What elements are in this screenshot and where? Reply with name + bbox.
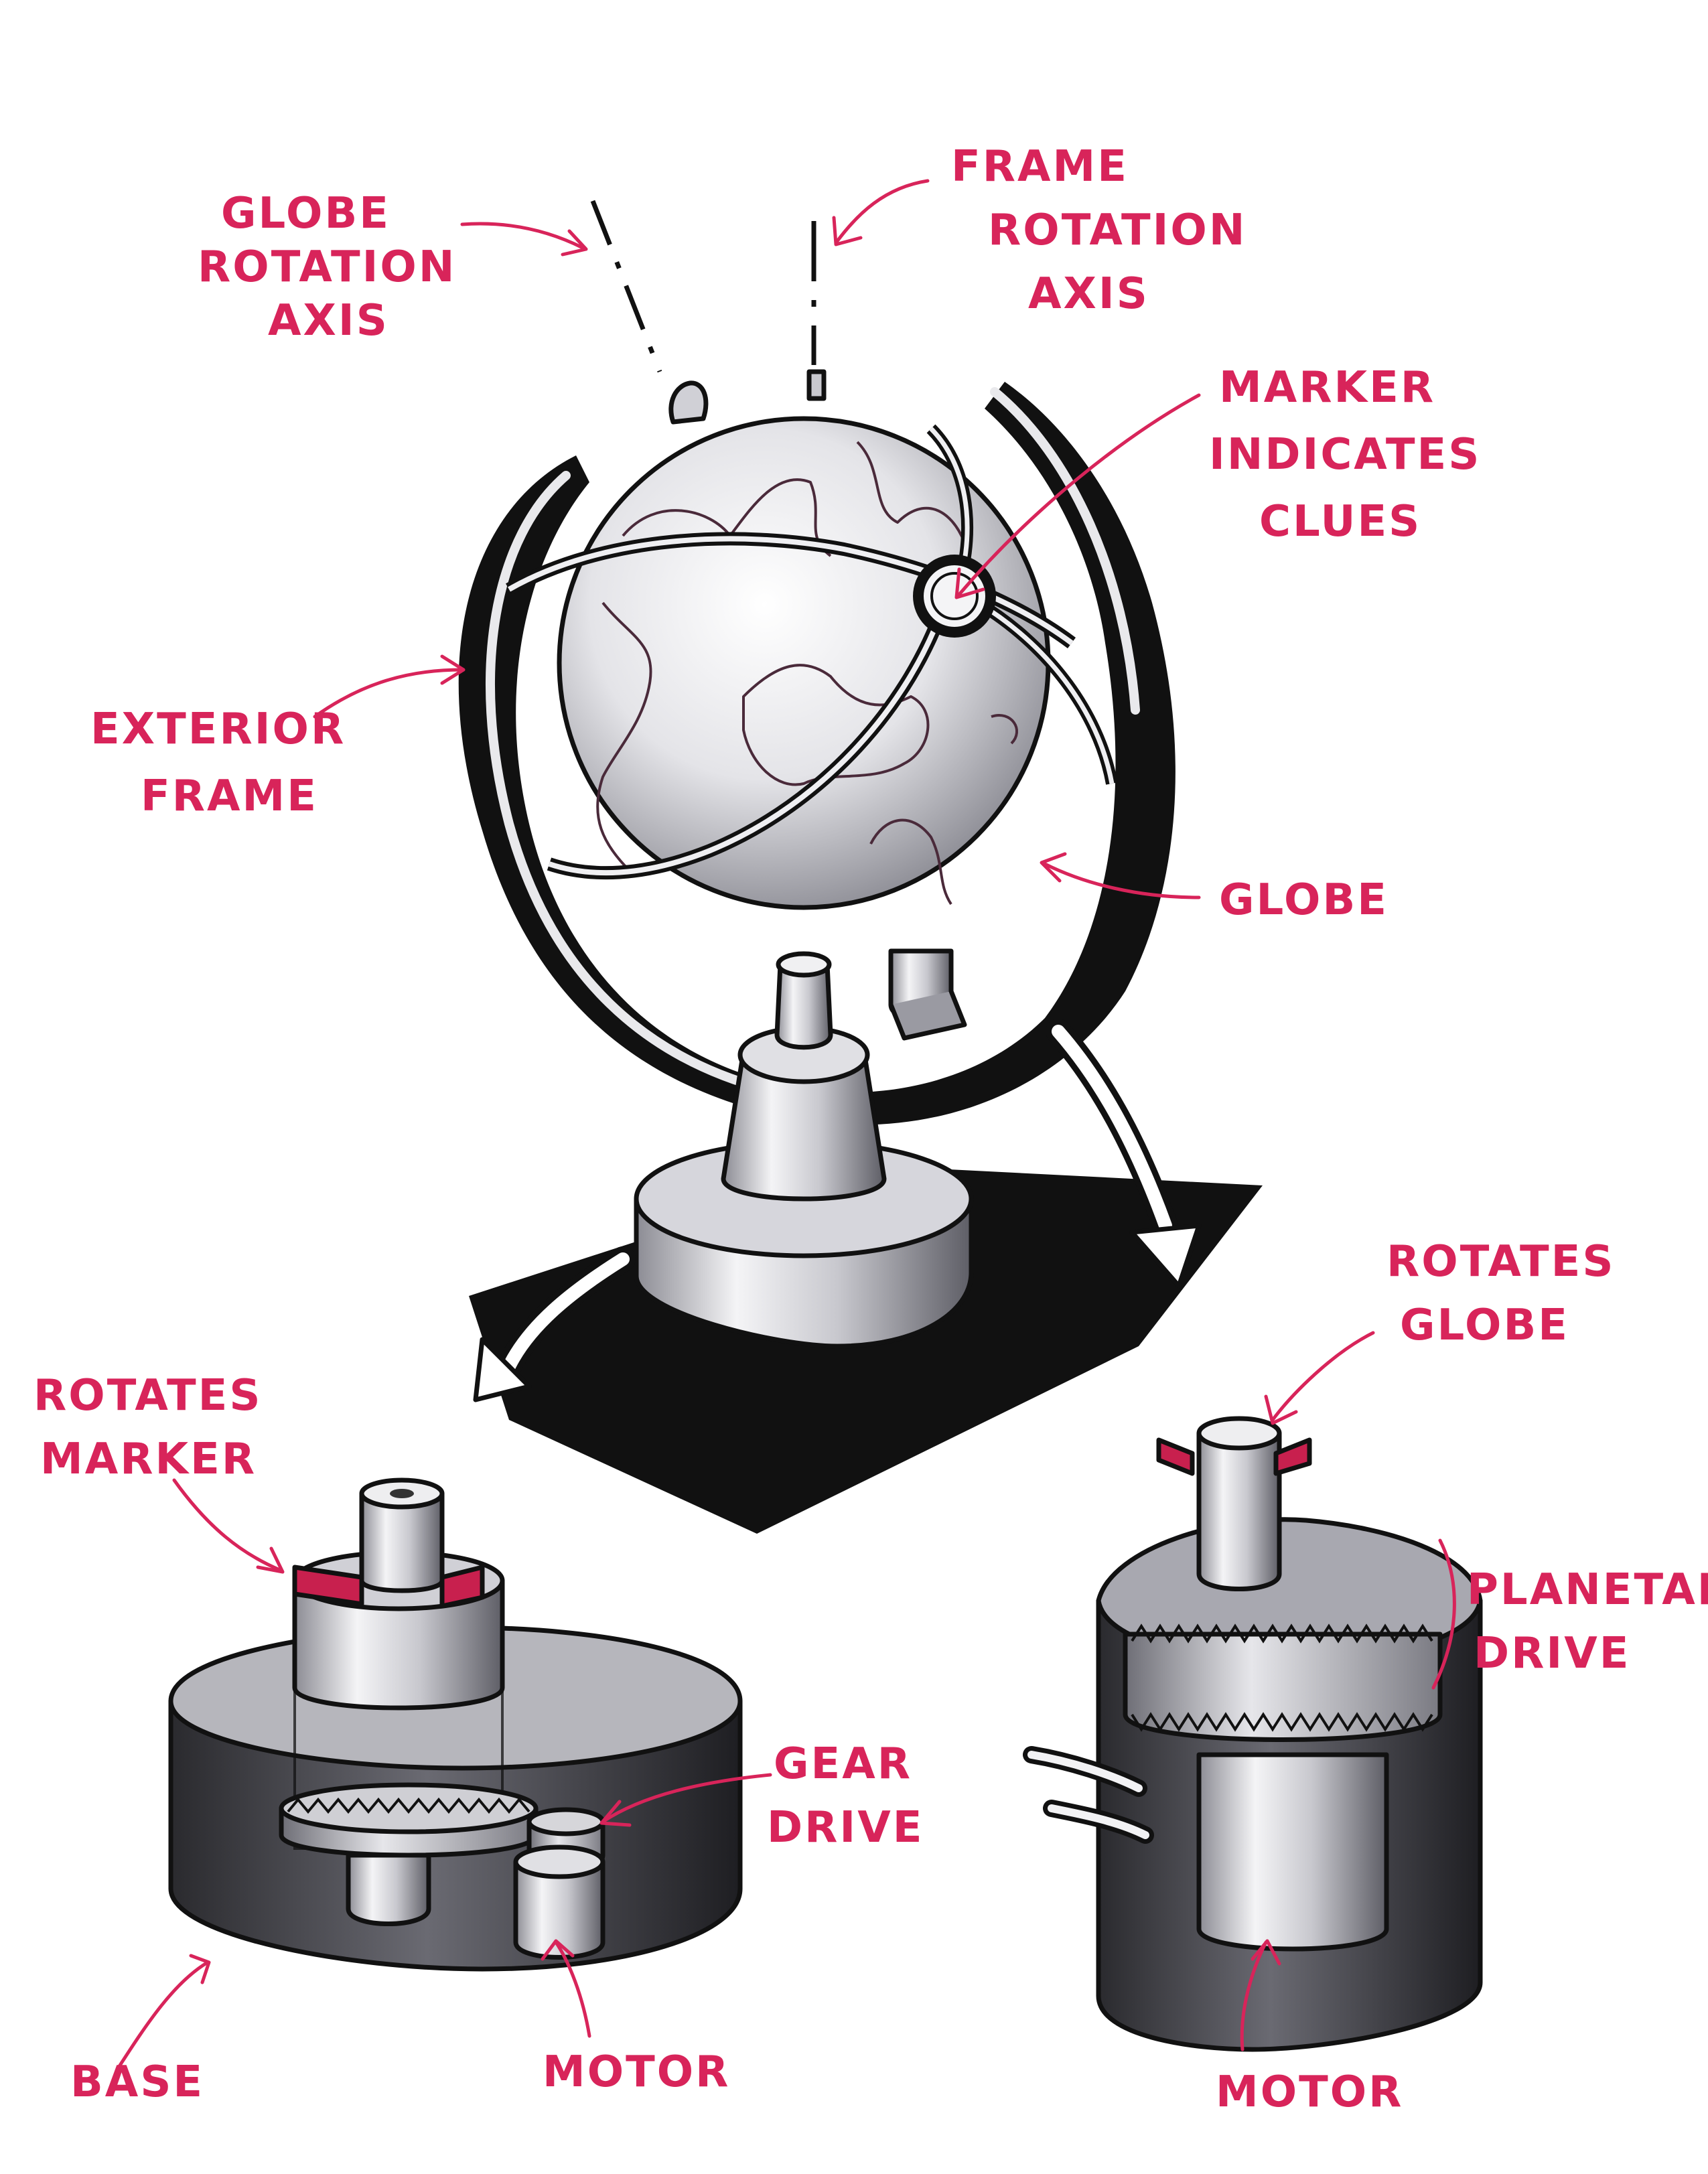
label-marker-indicates-clues-line3: CLUES	[1259, 497, 1421, 547]
motor-right	[1196, 1752, 1389, 1952]
label-motor-right: MOTOR	[1216, 2068, 1403, 2117]
label-gear-drive-line2: DRIVE	[767, 1803, 924, 1853]
label-globe: GLOBE	[1219, 875, 1389, 925]
label-globe-rotation-axis-line2: ROTATION	[198, 242, 456, 292]
frame-rotation-arrows	[473, 1019, 1202, 1402]
label-rotates-globe-line2: GLOBE	[1400, 1301, 1569, 1350]
label-exterior-frame-line2: FRAME	[141, 772, 318, 821]
label-rotates-marker-line1: ROTATES	[33, 1371, 262, 1421]
label-rotates-globe-line1: ROTATES	[1386, 1237, 1615, 1287]
label-frame-rotation-axis-line2: ROTATION	[988, 206, 1247, 255]
gear-drive	[279, 1782, 606, 1873]
label-planetary-drive-line1: PLANETAR'	[1467, 1565, 1708, 1615]
label-globe-rotation-axis-line3: AXIS	[268, 296, 389, 346]
label-exterior-frame-line1: EXTERIOR	[90, 705, 346, 754]
label-marker-indicates-clues-line1: MARKER	[1219, 363, 1435, 413]
rotation-axes	[590, 200, 816, 373]
label-motor-left: MOTOR	[543, 2047, 730, 2097]
continents	[596, 441, 1019, 905]
label-frame-rotation-axis-line3: AXIS	[1028, 269, 1149, 319]
label-globe-rotation-axis-line1: GLOBE	[221, 189, 390, 238]
exterior-frame-highlight	[485, 387, 1140, 1100]
label-planetary-drive-line2: DRIVE	[1474, 1629, 1630, 1678]
globe	[557, 416, 1051, 910]
label-frame-rotation-axis-line1: FRAME	[951, 142, 1129, 192]
base-detail	[168, 1477, 743, 1972]
pedestal	[634, 951, 974, 1349]
label-base: BASE	[70, 2057, 204, 2107]
planetary-detail	[1023, 1416, 1483, 2052]
annotations: GLOBE ROTATION AXIS FRAME ROTATION AXIS …	[33, 142, 1708, 2117]
label-marker-indicates-clues-line2: INDICATES	[1209, 430, 1481, 480]
label-gear-drive-line1: GEAR	[774, 1739, 912, 1789]
leader-lines	[115, 179, 1456, 2072]
label-rotates-marker-line2: MARKER	[40, 1435, 257, 1484]
globe-assembly	[458, 200, 1263, 1534]
